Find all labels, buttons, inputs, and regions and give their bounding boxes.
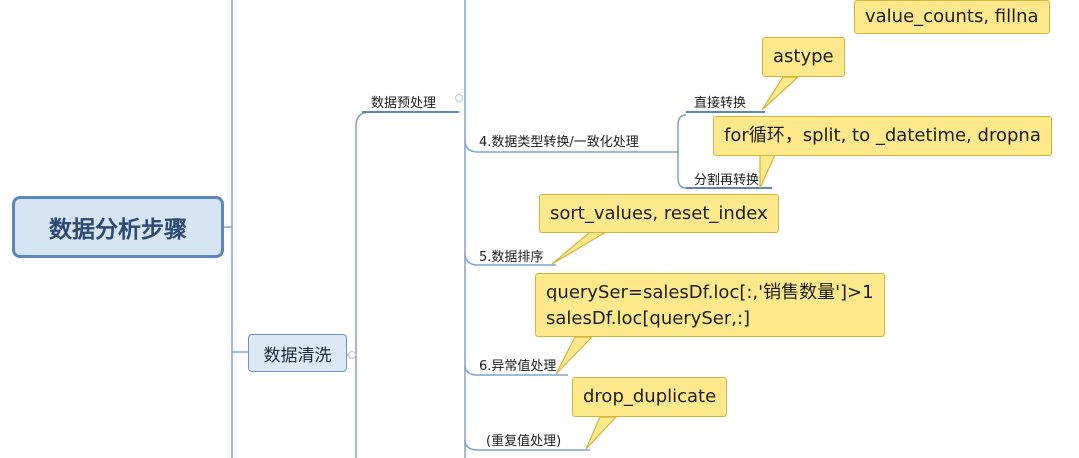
callout-tail-for — [759, 154, 776, 189]
subtopic-preprocess[interactable]: 数据预处理 — [371, 96, 437, 111]
note-sort-values-text: sort_values, reset_index — [550, 203, 768, 224]
subtopic-split-convert[interactable]: 分割再转换 — [694, 173, 760, 188]
connector-main-branch — [347, 111, 460, 458]
note-value-counts-text: value_counts, fillna — [865, 6, 1039, 27]
note-drop-duplicate: drop_duplicate — [572, 377, 728, 417]
subtopic-type-convert[interactable]: 4.数据类型转换/一致化处理 — [479, 135, 639, 150]
root-title: 数据分析步骤 — [49, 217, 187, 243]
note-astype-text: astype — [773, 46, 834, 67]
main-topic-label: 数据清洗 — [263, 345, 332, 366]
collapse-marker — [455, 94, 463, 102]
connector-type-sub — [670, 114, 687, 189]
note-query: querySer=salesDf.loc[:,'销售数量']>1 salesDf… — [535, 273, 885, 337]
root-node[interactable]: 数据分析步骤 — [12, 196, 224, 258]
subtopic-sort[interactable]: 5.数据排序 — [479, 250, 544, 265]
connector-type-convert — [464, 139, 670, 153]
callout-tail-astype — [761, 76, 800, 111]
note-query-line-2: salesDf.loc[querySer,:] — [546, 308, 751, 329]
connector-root-spine — [224, 0, 233, 458]
note-query-line-1: querySer=salesDf.loc[:,'销售数量']>1 — [546, 282, 874, 303]
connector-sort — [464, 252, 556, 266]
note-for-loop: for循环，split, to _datetime, dropna — [713, 116, 1052, 156]
note-sort-values: sort_values, reset_index — [539, 194, 779, 233]
subtopic-direct-convert[interactable]: 直接转换 — [694, 96, 747, 111]
callout-tail-drop — [585, 416, 618, 450]
subtopic-outlier[interactable]: 6.异常值处理 — [479, 359, 557, 374]
main-topic-data-cleaning[interactable]: 数据清洗 — [248, 334, 347, 372]
note-drop-duplicate-text: drop_duplicate — [583, 386, 717, 407]
subtopic-duplicate[interactable]: (重复值处理) — [486, 434, 562, 449]
connector-outlier — [464, 364, 568, 376]
note-value-counts: value_counts, fillna — [854, 0, 1050, 34]
note-for-loop-text: for循环，split, to _datetime, dropna — [724, 125, 1041, 146]
note-astype: astype — [762, 37, 845, 77]
callout-tail-query — [555, 336, 594, 375]
connector-duplicate — [464, 439, 590, 451]
callout-tail-sort — [551, 231, 609, 265]
collapse-marker — [348, 351, 356, 359]
